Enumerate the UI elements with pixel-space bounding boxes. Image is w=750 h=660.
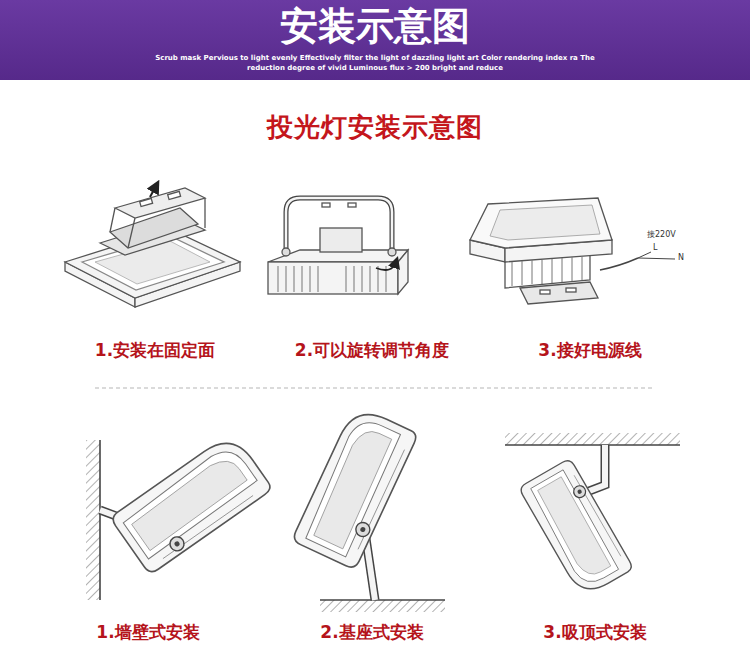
step-caption: 1.安装在固定面: [95, 340, 215, 360]
voltage-label: 接220V: [647, 230, 676, 240]
mount-caption: 1.墙壁式安装: [96, 622, 199, 642]
header-band: 安装示意图 Scrub mask Pervious to light evenly…: [0, 0, 750, 80]
banner-subtext: Scrub mask Pervious to light evenly Effe…: [150, 53, 600, 73]
wire-label: L: [653, 243, 657, 253]
mount-caption: 3.吸顶式安装: [543, 622, 646, 642]
wire-label: N: [678, 253, 684, 263]
step-caption: 2.可以旋转调节角度: [295, 340, 449, 360]
step-caption: 3.接好电源线: [538, 340, 641, 360]
mount-caption: 2.基座式安装: [320, 622, 423, 642]
banner-title: 安装示意图: [0, 4, 750, 48]
page-heading: 投光灯安装示意图: [267, 110, 483, 145]
